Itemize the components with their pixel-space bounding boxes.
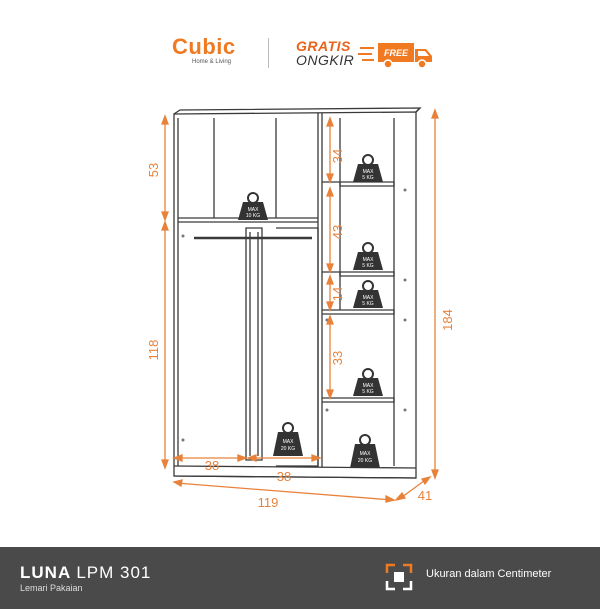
svg-text:5 KG: 5 KG [362, 301, 374, 307]
delivery-truck-icon: FREE [358, 43, 432, 69]
weight-icon: MAX 5 KG [353, 368, 383, 396]
svg-text:5 KG: 5 KG [362, 263, 374, 269]
model-name: LUNA [20, 563, 71, 582]
door-right [276, 227, 319, 467]
svg-text:MAX: MAX [283, 439, 295, 445]
header-divider [268, 38, 269, 68]
svg-text:20 KG: 20 KG [281, 446, 295, 452]
brand-logo: Cubic Home & Living [172, 36, 236, 66]
dim-shelf2: 43 [330, 225, 345, 239]
model-code: LPM 301 [76, 563, 152, 582]
weight-icon: MAX 20 KG [273, 422, 303, 456]
dim-inner-left: 38 [205, 458, 219, 473]
model-description: Lemari Pakaian [20, 583, 83, 593]
svg-text:5 KG: 5 KG [362, 389, 374, 395]
unit-note: Ukuran dalam Centimeter [426, 568, 552, 580]
dim-total-height: 184 [440, 309, 455, 331]
dim-top-section: 53 [146, 163, 161, 177]
door-left [245, 227, 263, 461]
promo-ongkir: ONGKIR [296, 52, 355, 68]
header: Cubic Home & Living GRATIS ONGKIR FREE [0, 0, 600, 92]
svg-text:20 KG: 20 KG [358, 458, 372, 464]
measurement-icon [385, 563, 413, 591]
weight-icon: MAX 5 KG [353, 280, 383, 308]
footer-bar: LUNA LPM 301 Lemari Pakaian Ukuran dalam… [0, 547, 600, 609]
svg-text:MAX: MAX [360, 451, 372, 457]
svg-text:MAX: MAX [363, 295, 375, 301]
svg-text:10 KG: 10 KG [246, 213, 260, 219]
dim-shelf1: 34 [330, 149, 345, 163]
weight-icon: MAX 10 KG [238, 192, 268, 220]
promo-gratis: GRATIS [296, 38, 351, 54]
wardrobe-diagram: 53 118 184 34 43 14 33 38 38 119 41 MAX … [146, 107, 455, 510]
dim-width: 119 [258, 495, 279, 510]
dim-inner-right: 38 [277, 469, 291, 484]
model-title: LUNA LPM 301 [20, 563, 151, 583]
svg-text:MAX: MAX [363, 257, 375, 263]
dim-depth: 41 [418, 488, 432, 503]
svg-text:MAX: MAX [363, 383, 375, 389]
weight-icon: MAX 5 KG [353, 242, 383, 270]
dim-shelf4: 33 [330, 351, 345, 365]
truck-free-label: FREE [384, 48, 409, 58]
brand-tagline: Home & Living [192, 59, 232, 65]
shelf-2 [322, 271, 395, 277]
shelf-3 [322, 309, 395, 315]
dim-bottom-section: 118 [146, 340, 161, 361]
weight-icon: MAX 5 KG [353, 154, 383, 182]
brand-name: Cubic [172, 34, 236, 59]
svg-text:MAX: MAX [248, 207, 260, 213]
svg-text:5 KG: 5 KG [362, 175, 374, 181]
svg-text:MAX: MAX [363, 169, 375, 175]
dim-shelf3: 14 [330, 287, 345, 301]
weight-icon: MAX 20 KG [350, 434, 380, 468]
shelf-4 [322, 397, 395, 403]
cabinet-outline [173, 111, 417, 479]
shelf-1 [322, 181, 395, 187]
